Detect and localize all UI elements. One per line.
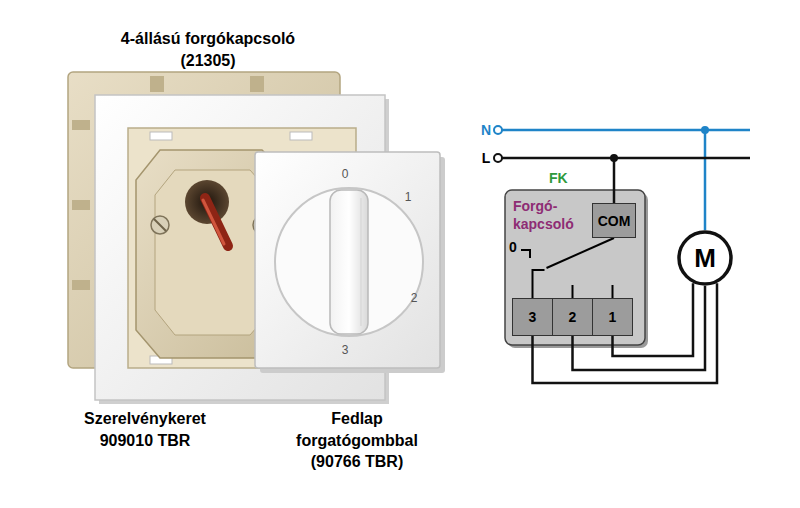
- frame-rib: [250, 76, 264, 92]
- switch-id: FK: [549, 170, 568, 186]
- wire-name: L: [482, 149, 491, 168]
- contact-three: [533, 270, 545, 298]
- screw-slot: [154, 219, 166, 231]
- contact-one: [612, 285, 614, 298]
- part-name: Fedlap forgatógombbal (90766 TBR): [288, 408, 426, 473]
- wire-name: N: [481, 121, 491, 140]
- position-number: 0: [342, 166, 349, 182]
- switch-blade: [547, 238, 615, 268]
- supply-wires: [494, 126, 750, 230]
- frame-rib: [150, 76, 164, 92]
- terminal-block: 3: [512, 298, 553, 336]
- part-title: 4-állású forgókapcsoló (21305): [117, 28, 299, 71]
- position-number: 3: [342, 342, 349, 358]
- com-terminal: COM: [592, 203, 636, 238]
- wire-terminal: [494, 154, 502, 162]
- contact-two: [572, 285, 574, 298]
- cover-plate: [255, 152, 440, 368]
- motor-symbol: M: [677, 230, 733, 286]
- frame-rib: [72, 200, 90, 210]
- knob-shading: [360, 198, 362, 326]
- switch-position: 0: [509, 238, 517, 257]
- housing-box: [505, 190, 645, 345]
- screw: [151, 216, 169, 234]
- switch-housing: FKForgó- kapcsolóCOM321: [505, 190, 645, 345]
- contact-zero: [521, 250, 530, 258]
- motor-wire: [573, 286, 706, 370]
- terminal-block: 2: [552, 298, 593, 336]
- frame-clip: [150, 132, 172, 140]
- rotary-knob-handle: [330, 190, 368, 334]
- part-name: Szerelvénykeret 909010 TBR: [73, 408, 217, 451]
- motor-wire: [533, 283, 718, 383]
- switch-shaft: [205, 198, 228, 246]
- position-number: 2: [411, 290, 418, 306]
- neutral-drop: [704, 130, 707, 230]
- terminal-label: 3: [529, 309, 537, 325]
- terminal-block: 1: [592, 298, 633, 336]
- terminal-label: COM: [598, 213, 631, 229]
- position-number: 1: [405, 189, 412, 205]
- shaft-highlight: [203, 200, 224, 244]
- neutral-wire: [502, 129, 750, 132]
- frame-rib: [72, 120, 90, 130]
- junction-dot: [701, 126, 709, 134]
- frame-rib: [72, 280, 90, 290]
- motor-circle: [679, 232, 731, 284]
- frame-clip: [290, 132, 312, 140]
- line-wire: [502, 157, 750, 160]
- line-drop: [613, 158, 616, 203]
- switch-name: Forgó- kapcsoló: [513, 198, 583, 233]
- housing-group: [505, 190, 648, 348]
- wire-terminal: [494, 126, 502, 134]
- switch-symbol: [521, 238, 614, 298]
- motor-label: M: [694, 243, 716, 274]
- terminal-label: 2: [569, 309, 577, 325]
- junction-dot: [610, 154, 618, 162]
- motor-wires: [533, 283, 718, 383]
- rotary-knob-base: [275, 188, 423, 336]
- terminal-label: 1: [609, 309, 617, 325]
